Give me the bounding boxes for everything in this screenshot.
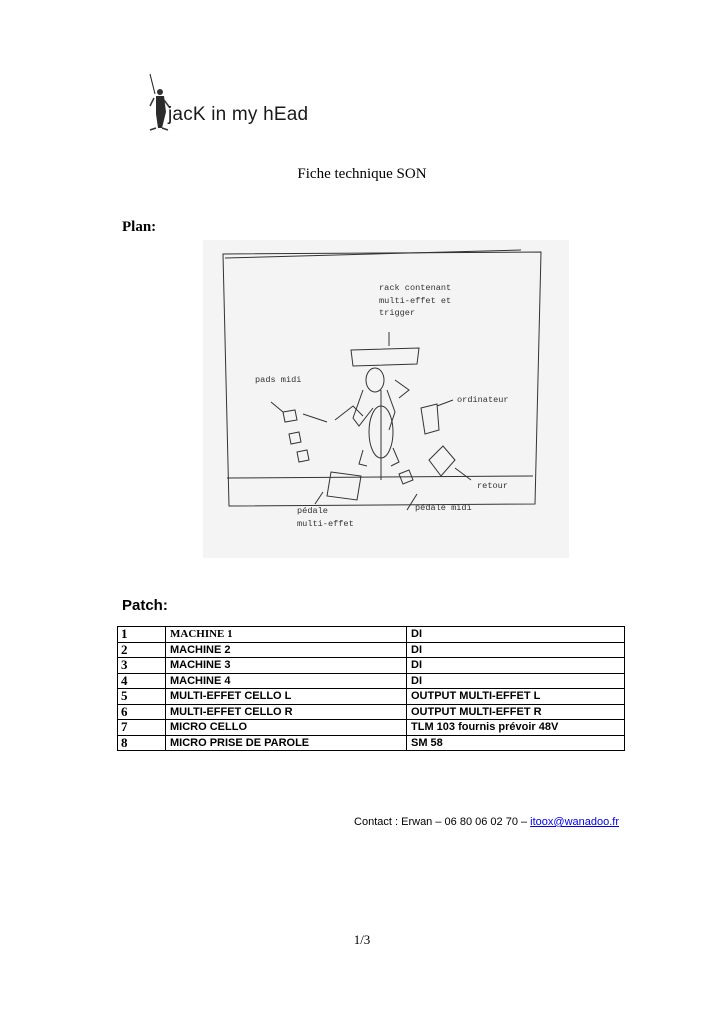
- contact-email-link[interactable]: itoox@wanadoo.fr: [530, 816, 619, 828]
- table-row: 4 MACHINE 4 DI: [117, 672, 625, 689]
- table-row: 3 MACHINE 3 DI: [117, 657, 625, 674]
- label-pads-midi: pads midi: [255, 375, 302, 385]
- channel-target: DI: [406, 657, 625, 674]
- label-pedale-midi: pédale midi: [415, 503, 472, 513]
- channel-source: MICRO PRISE DE PAROLE: [165, 734, 407, 751]
- channel-number: 3: [117, 657, 166, 674]
- contact-line: Contact : Erwan – 06 80 06 02 70 – itoox…: [354, 816, 619, 828]
- channel-source: MACHINE 1: [165, 626, 407, 643]
- channel-source: MACHINE 4: [165, 672, 407, 689]
- channel-source: MULTI-EFFET CELLO R: [165, 703, 407, 720]
- label-rack: rack contenant multi-effet et trigger: [379, 283, 452, 318]
- label-pedale-multi-effet: pédale multi-effet: [297, 506, 354, 529]
- contact-text: Contact : Erwan – 06 80 06 02 70 –: [354, 816, 531, 828]
- channel-number: 1: [117, 626, 166, 643]
- patch-table: 1 MACHINE 1 DI 2 MACHINE 2 DI 3 MACHINE …: [117, 626, 625, 751]
- channel-number: 6: [117, 703, 166, 720]
- channel-target: DI: [406, 626, 625, 643]
- channel-target: OUTPUT MULTI-EFFET R: [406, 703, 625, 720]
- channel-number: 7: [117, 719, 166, 736]
- stage-plan-drawing: rack contenant multi-effet et trigger pa…: [203, 240, 569, 558]
- channel-number: 4: [117, 672, 166, 689]
- stage-plan-sketch: [222, 249, 542, 511]
- logo: jacK in my hEad: [146, 72, 316, 134]
- page-number: 1/3: [353, 932, 371, 947]
- table-row: 6 MULTI-EFFET CELLO R OUTPUT MULTI-EFFET…: [117, 703, 625, 720]
- table-row: 8 MICRO PRISE DE PAROLE SM 58: [117, 734, 625, 751]
- table-row: 7 MICRO CELLO TLM 103 fournis prévoir 48…: [117, 719, 625, 736]
- label-retour: retour: [477, 481, 508, 491]
- plan-heading: Plan:: [122, 219, 157, 235]
- channel-target: OUTPUT MULTI-EFFET L: [406, 688, 625, 705]
- channel-source: MACHINE 3: [165, 657, 407, 674]
- cellist-silhouette-icon: [149, 73, 171, 131]
- channel-target: DI: [406, 672, 625, 689]
- logo-text: jacK in my hEad: [168, 104, 309, 125]
- patch-heading: Patch:: [122, 597, 168, 614]
- channel-number: 2: [117, 641, 166, 658]
- channel-target: DI: [406, 641, 625, 658]
- label-ordinateur: ordinateur: [457, 395, 509, 405]
- channel-source: MICRO CELLO: [165, 719, 407, 736]
- channel-number: 8: [117, 734, 166, 751]
- table-row: 1 MACHINE 1 DI: [117, 626, 625, 643]
- channel-number: 5: [117, 688, 166, 705]
- table-row: 5 MULTI-EFFET CELLO L OUTPUT MULTI-EFFET…: [117, 688, 625, 705]
- table-row: 2 MACHINE 2 DI: [117, 641, 625, 658]
- document-title: Fiche technique SON: [297, 166, 427, 182]
- channel-source: MULTI-EFFET CELLO L: [165, 688, 407, 705]
- channel-source: MACHINE 2: [165, 641, 407, 658]
- channel-target: SM 58: [406, 734, 625, 751]
- channel-target: TLM 103 fournis prévoir 48V: [406, 719, 625, 736]
